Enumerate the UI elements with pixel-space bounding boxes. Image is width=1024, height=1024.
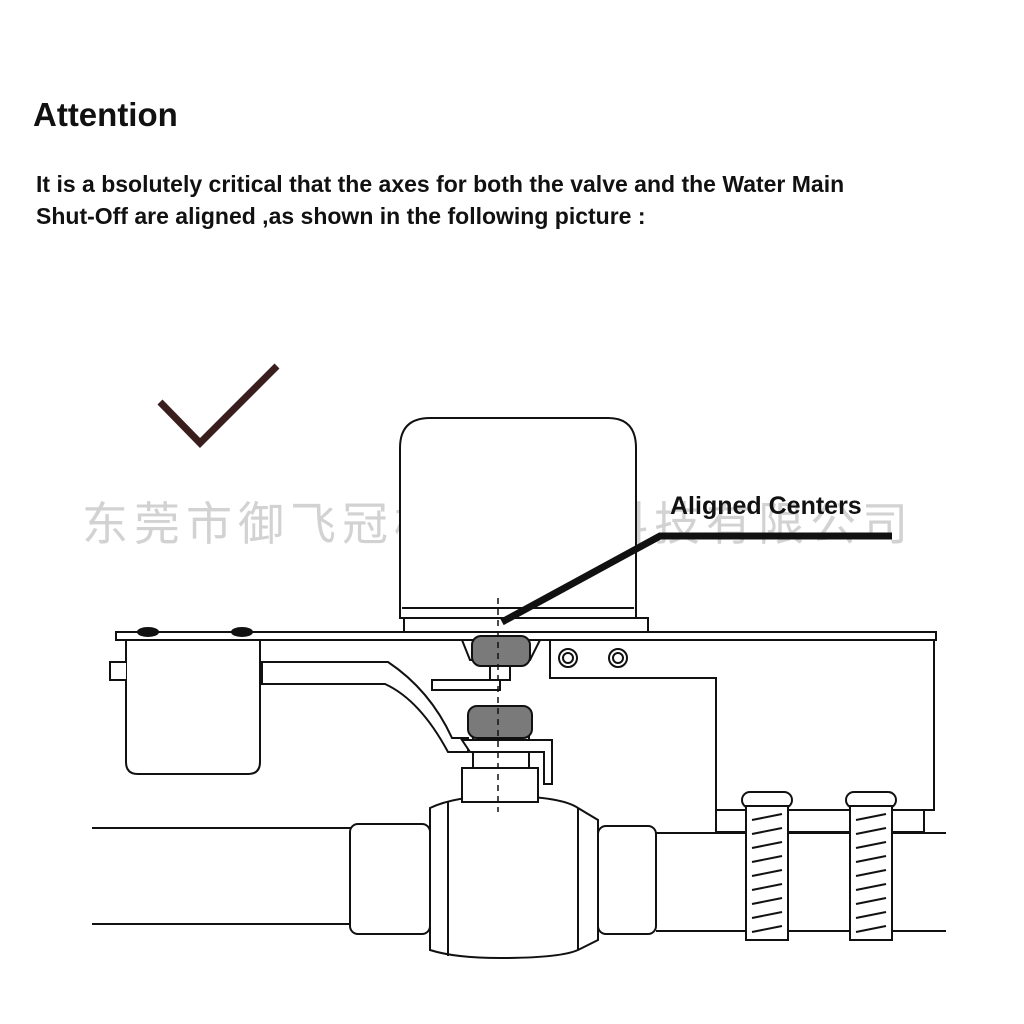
checkmark-icon [157, 363, 280, 448]
attention-heading: Attention [33, 96, 178, 133]
callout-leader-line [500, 532, 892, 626]
valve-stem-coupling [467, 705, 533, 739]
actuator-coupling [471, 635, 531, 667]
handle-grip-clamp [109, 627, 261, 775]
aligned-centers-label: Aligned Centers [670, 492, 862, 520]
instruction-text: It is a bsolutely critical that the axes… [36, 168, 1016, 232]
instruction-line-2: Shut-Off are aligned ,as shown in the fo… [36, 203, 646, 229]
hose-clamp-left [741, 791, 793, 941]
instruction-line-1: It is a bsolutely critical that the axes… [36, 171, 845, 197]
hose-clamp-right [845, 791, 897, 941]
ball-valve [261, 661, 657, 960]
actuator-housing [115, 417, 937, 691]
